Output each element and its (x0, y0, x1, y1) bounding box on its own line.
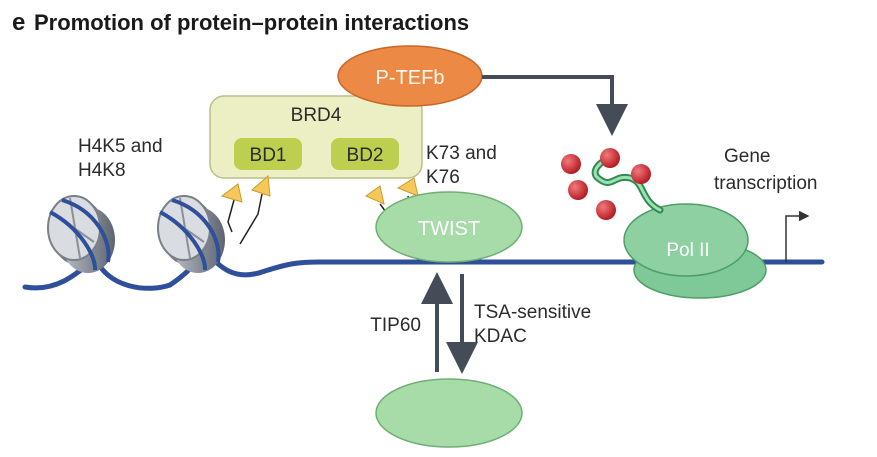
nucleosome-icon (47, 195, 115, 273)
k73-label-line2: K76 (426, 167, 460, 188)
phospho-mark (561, 154, 581, 174)
twist-unacetylated (375, 378, 523, 448)
gene-label-line1: Gene (724, 146, 770, 167)
panel-title: Promotion of protein–protein interaction… (34, 10, 469, 35)
phospho-mark (600, 148, 620, 168)
panel-letter: e (12, 9, 25, 36)
phospho-mark (631, 164, 651, 184)
nucleosome-icon (157, 195, 225, 273)
ptefb-label: P-TEFb (376, 67, 445, 89)
twist-protein (375, 191, 523, 263)
ptefb-to-pol2-arrow (482, 75, 628, 136)
acetyl-mark (364, 185, 385, 205)
phospho-mark (596, 200, 616, 220)
tsa-label-line2: KDAC (474, 326, 527, 347)
h4k-label-line1: H4K5 and (78, 136, 163, 157)
tip60-label: TIP60 (370, 315, 421, 336)
acetyl-linker (239, 193, 263, 245)
tsa-label-line1: TSA-sensitive (474, 302, 591, 323)
gene-label-line2: transcription (714, 173, 818, 194)
twist-label: TWIST (418, 218, 480, 240)
k73-label-line1: K73 and (426, 143, 497, 164)
bd1-label: BD1 (250, 145, 287, 166)
bd1-domain (234, 138, 302, 170)
acetyl-mark (251, 174, 271, 197)
bd2-label: BD2 (347, 145, 384, 166)
bd2-domain (331, 138, 399, 170)
phospho-mark (568, 180, 588, 200)
acetyl-mark (396, 177, 419, 197)
h4k-label-line2: H4K8 (78, 160, 126, 181)
pol2-complex (623, 203, 767, 299)
brd4-label: BRD4 (291, 105, 342, 126)
acetyl-mark (220, 183, 243, 203)
transcription-start-arrow (785, 210, 810, 262)
acetyl-linker (227, 199, 235, 233)
pol2-label: Pol II (666, 240, 709, 261)
